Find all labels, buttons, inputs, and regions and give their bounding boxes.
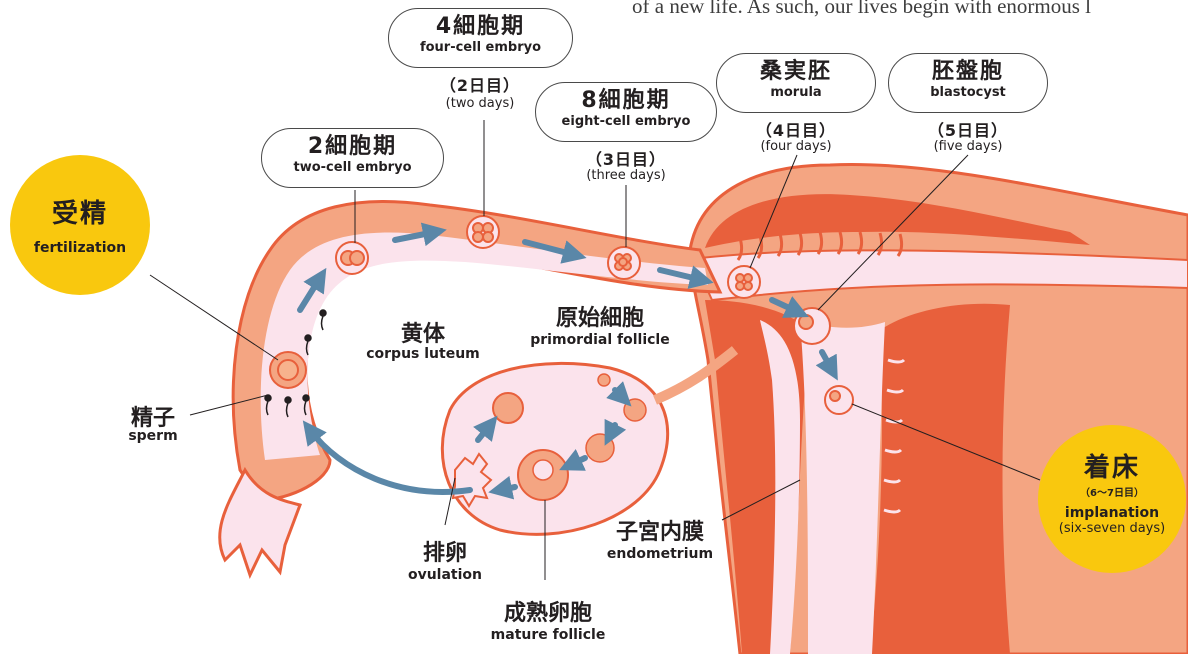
two-cell-pill: 2細胞期 two-cell embryo	[261, 128, 444, 188]
two-cell-jp: 2細胞期	[262, 134, 443, 160]
mature-follicle-label-en: mature follicle	[470, 627, 626, 643]
blastocyst-en: blastocyst	[889, 85, 1047, 100]
blastocyst-day-jp: （5日目）	[908, 117, 1028, 141]
eight-cell-jp: 8細胞期	[536, 88, 716, 114]
blastocyst-day-en: (five days)	[908, 139, 1028, 154]
fertilization-jp: 受精	[10, 193, 150, 230]
ovary	[442, 350, 735, 534]
four-cell-pill: 4細胞期 four-cell embryo	[388, 8, 573, 68]
four-cell-day-en: (two days)	[420, 96, 540, 111]
fertilization-en: fertilization	[10, 240, 150, 256]
four-cell-day-jp: （2日目）	[420, 72, 540, 96]
four-cell-jp: 4細胞期	[389, 14, 572, 40]
corpus-luteum-label-en: corpus luteum	[348, 346, 498, 362]
implantation-en: implanation	[1038, 505, 1186, 521]
morula-pill: 桑実胚 morula	[716, 53, 876, 113]
endometrium-label-en: endometrium	[595, 546, 725, 562]
blastocyst-jp: 胚盤胞	[889, 59, 1047, 85]
endometrium-label-jp: 子宮内膜	[595, 514, 725, 546]
eight-cell-en: eight-cell embryo	[536, 114, 716, 129]
morula-en: morula	[717, 85, 875, 100]
eight-cell-pill: 8細胞期 eight-cell embryo	[535, 82, 717, 142]
implantation-jp: 着床	[1038, 447, 1186, 484]
mature-follicle-label-jp: 成熟卵胞	[478, 595, 618, 627]
morula-day-jp: （4日目）	[736, 117, 856, 141]
fertilization-badge: 受精 fertilization	[10, 155, 150, 295]
corpus-luteum-shape	[493, 393, 523, 423]
implantation-badge: 着床 （6～7日目） implanation (six-seven days)	[1038, 425, 1186, 573]
uterus	[690, 164, 1188, 654]
primordial-label-jp: 原始細胞	[530, 300, 670, 332]
corpus-luteum-label-jp: 黄体	[368, 316, 478, 348]
two-cell-en: two-cell embryo	[262, 160, 443, 175]
four-cell-shape	[467, 216, 499, 248]
intro-text: of a new life. As such, our lives begin …	[632, 0, 1091, 19]
ovulation-label-jp: 排卵	[405, 535, 485, 567]
morula-shape	[728, 266, 760, 298]
implantation-day-en: (six-seven days)	[1038, 521, 1186, 536]
morula-jp: 桑実胚	[717, 59, 875, 85]
eight-cell-day-jp: （3日目）	[566, 146, 686, 170]
ovulation-label-en: ovulation	[395, 567, 495, 583]
primordial-follicle-shape	[598, 374, 610, 386]
eight-cell-day-en: (three days)	[566, 168, 686, 183]
sperm-label-en: sperm	[118, 428, 188, 444]
implantation-day-jp: （6～7日目）	[1038, 484, 1186, 499]
blastocyst-pill: 胚盤胞 blastocyst	[888, 53, 1048, 113]
morula-day-en: (four days)	[736, 139, 856, 154]
four-cell-en: four-cell embryo	[389, 40, 572, 55]
primordial-label-en: primordial follicle	[515, 332, 685, 348]
